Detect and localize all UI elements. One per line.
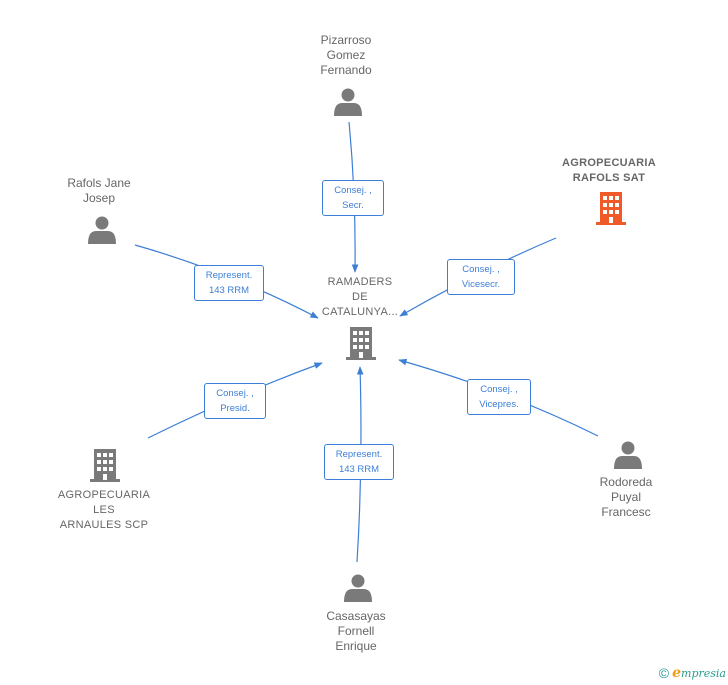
label-line: RAMADERS <box>327 276 393 288</box>
person-icon <box>614 441 642 469</box>
relation-line: Vicepres. <box>479 399 519 410</box>
label-line: CATALUNYA... <box>321 306 399 318</box>
label-line: LES <box>93 504 115 516</box>
building-icon <box>90 449 120 482</box>
building-icon <box>346 327 376 360</box>
label-line: Josep <box>82 191 116 205</box>
relation-line: Consej. , <box>334 185 372 196</box>
label-line: Fornell <box>337 624 375 638</box>
building-icon <box>596 192 626 225</box>
relation-box-agropecuaria-les[interactable]: Consej. , Presid. <box>204 383 266 419</box>
copyright-icon: © <box>658 665 670 681</box>
brand-logo-text: mpresia <box>681 667 726 680</box>
relation-line: Represent. <box>335 449 383 460</box>
label-line: Puyal <box>610 490 642 504</box>
label-line: Casasayas <box>326 609 386 623</box>
relation-box-agropecuaria-rafols[interactable]: Consej. , Vicesecr. <box>447 259 515 295</box>
label-line: AGROPECUARIA <box>561 157 657 169</box>
person-icon <box>334 88 362 116</box>
node-label-agropecuaria-rafols[interactable]: AGROPECUARIA RAFOLS SAT <box>549 156 669 186</box>
node-label-rodoreda[interactable]: Rodoreda Puyal Francesc <box>576 475 676 520</box>
label-line: RAFOLS SAT <box>572 172 646 184</box>
brand-footer[interactable]: ©empresia <box>659 665 726 681</box>
node-label-casasayas[interactable]: Casasayas Fornell Enrique <box>306 609 406 654</box>
brand-logo-initial: e <box>672 665 682 681</box>
label-line: Pizarroso <box>320 33 372 47</box>
label-line: AGROPECUARIA <box>57 489 151 501</box>
relation-line: 143 RRM <box>338 464 380 475</box>
relation-box-rafols-jane[interactable]: Represent. 143 RRM <box>194 265 264 301</box>
label-line: Fernando <box>320 63 372 77</box>
relation-line: Presid. <box>220 403 250 414</box>
relation-line: Represent. <box>205 270 253 281</box>
person-icon <box>88 216 116 244</box>
relation-line: 143 RRM <box>208 285 250 296</box>
node-label-pizarroso[interactable]: Pizarroso Gomez Fernando <box>296 33 396 78</box>
label-line: Gomez <box>326 48 366 62</box>
label-line: Enrique <box>335 639 377 653</box>
label-line: ARNAULES SCP <box>59 519 149 531</box>
relation-box-rodoreda[interactable]: Consej. , Vicepres. <box>467 379 531 415</box>
label-line: DE <box>352 291 368 303</box>
relation-box-casasayas[interactable]: Represent. 143 RRM <box>324 444 394 480</box>
relation-line: Consej. , <box>480 384 518 395</box>
label-line: Francesc <box>601 505 651 519</box>
relation-line: Vicesecr. <box>461 279 501 290</box>
relation-line: Secr. <box>342 200 364 211</box>
person-icon <box>344 574 372 602</box>
relation-line: Consej. , <box>216 388 254 399</box>
label-line: Rafols Jane <box>67 176 131 190</box>
node-label-rafols-jane[interactable]: Rafols Jane Josep <box>49 176 149 206</box>
label-line: Rodoreda <box>599 475 653 489</box>
center-node-label[interactable]: RAMADERS DE CATALUNYA... <box>300 275 420 320</box>
relation-box-pizarroso[interactable]: Consej. , Secr. <box>322 180 384 216</box>
node-label-agropecuaria-les[interactable]: AGROPECUARIA LES ARNAULES SCP <box>44 488 164 533</box>
relation-line: Consej. , <box>462 264 500 275</box>
